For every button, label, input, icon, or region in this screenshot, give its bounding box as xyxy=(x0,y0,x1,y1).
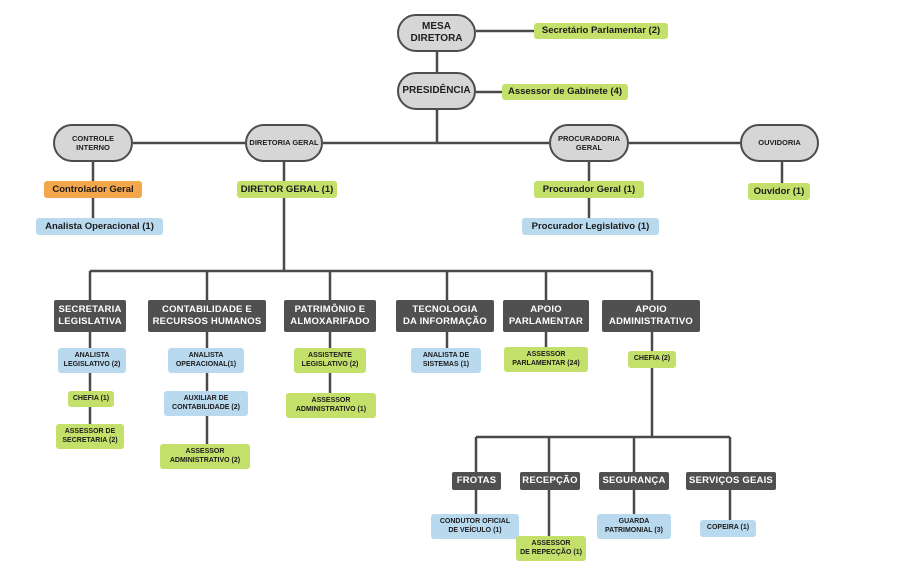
chefia-apoio-role: CHEFIA (2) xyxy=(628,351,676,368)
presidencia-node: PRESIDÊNCIA xyxy=(397,72,476,110)
recepcao-dept: RECEPÇÃO xyxy=(520,472,580,490)
chefia-secretaria-role: CHEFIA (1) xyxy=(68,391,114,407)
assessor-recepcao-role: ASSESSOR DE REPECÇÃO (1) xyxy=(516,536,586,561)
secretario-parlamentar-role: Secretário Parlamentar (2) xyxy=(534,23,668,39)
apoio-parlamentar-dept: APOIO PARLAMENTAR xyxy=(503,300,589,332)
procuradoria-geral-node: PROCURADORIA GERAL xyxy=(549,124,629,162)
assessor-gabinete-role: Assessor de Gabinete (4) xyxy=(502,84,628,100)
assistente-legislativo-role: ASSISTENTE LEGISLATIVO (2) xyxy=(294,348,366,373)
analista-legislativo-role: ANALISTA LEGISLATIVO (2) xyxy=(58,348,126,373)
assessor-secretaria-role: ASSESSOR DE SECRETARIA (2) xyxy=(56,424,124,449)
guarda-patrimonial-role: GUARDA PATRIMONIAL (3) xyxy=(597,514,671,539)
patrimonio-almoxarifado-dept: PATRIMÔNIO E ALMOXARIFADO xyxy=(284,300,376,332)
procurador-legislativo-role: Procurador Legislativo (1) xyxy=(522,218,659,235)
auxiliar-contabilidade-role: AUXILIAR DE CONTABILIDADE (2) xyxy=(164,391,248,416)
condutor-oficial-role: CONDUTOR OFICIAL DE VEÍCULO (1) xyxy=(431,514,519,539)
assessor-administrativo-contab-role: ASSESSOR ADMINISTRATIVO (2) xyxy=(160,444,250,469)
secretaria-legislativa-dept: SECRETARIA LEGISLATIVA xyxy=(54,300,126,332)
analista-sistemas-role: ANALISTA DE SISTEMAS (1) xyxy=(411,348,481,373)
procurador-geral-role: Procurador Geral (1) xyxy=(534,181,644,198)
ouvidor-role: Ouvidor (1) xyxy=(748,183,810,200)
copeira-role: COPEIRA (1) xyxy=(700,520,756,537)
servicos-geais-dept: SERVIÇOS GEAIS xyxy=(686,472,776,490)
controlador-geral-role: Controlador Geral xyxy=(44,181,142,198)
contabilidade-rh-dept: CONTABILIDADE E RECURSOS HUMANOS xyxy=(148,300,266,332)
frotas-dept: FROTAS xyxy=(452,472,501,490)
controle-interno-node: CONTROLE INTERNO xyxy=(53,124,133,162)
assessor-parlamentar-role: ASSESSOR PARLAMENTAR (24) xyxy=(504,347,588,372)
apoio-administrativo-dept: APOIO ADMINISTRATIVO xyxy=(602,300,700,332)
diretor-geral-role: DIRETOR GERAL (1) xyxy=(237,181,337,198)
tecnologia-informacao-dept: TECNOLOGIA DA INFORMAÇÃO xyxy=(396,300,494,332)
diretoria-geral-node: DIRETORIA GERAL xyxy=(245,124,323,162)
assessor-administrativo-patrim-role: ASSESSOR ADMINISTRATIVO (1) xyxy=(286,393,376,418)
ouvidoria-node: OUVIDORIA xyxy=(740,124,819,162)
analista-operacional-contab-role: ANALISTA OPERACIONAL(1) xyxy=(168,348,244,373)
mesa-diretora-node: MESA DIRETORA xyxy=(397,14,476,52)
seguranca-dept: SEGURANÇA xyxy=(599,472,669,490)
analista-operacional-role: Analista Operacional (1) xyxy=(36,218,163,235)
